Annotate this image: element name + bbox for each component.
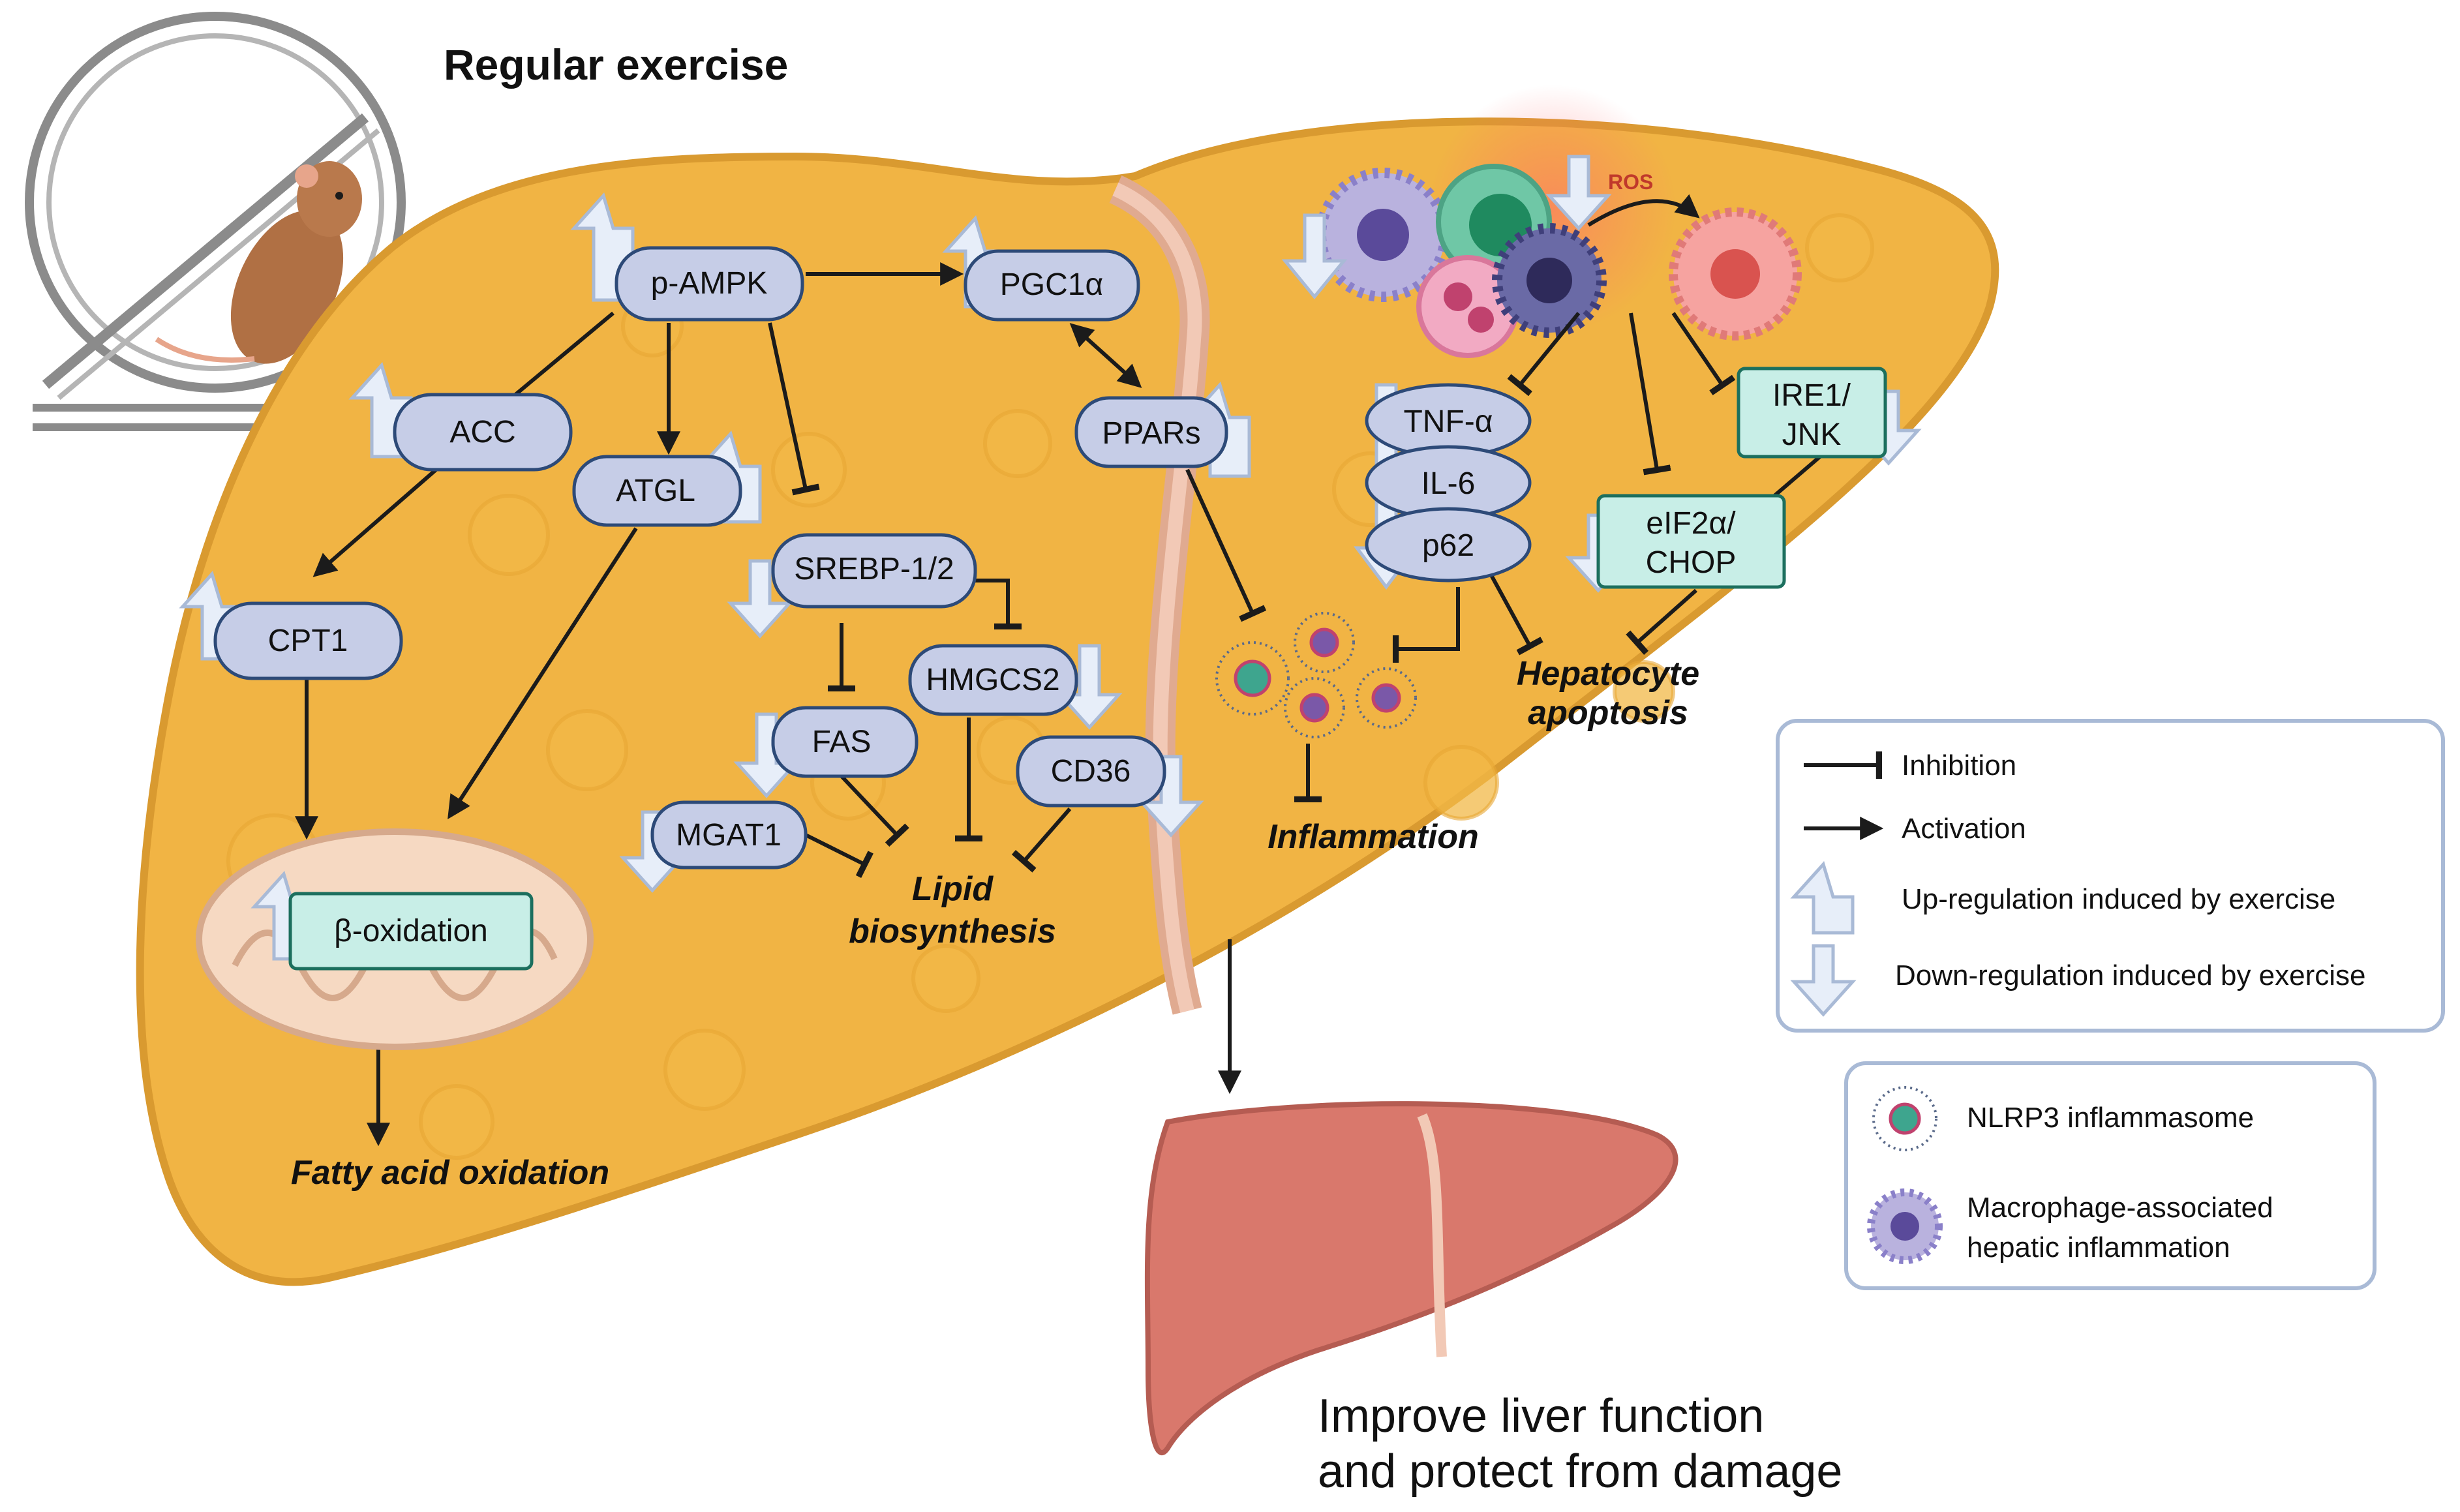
legend-macrophage-icon <box>1867 1188 1943 1264</box>
beta-oxidation-label: β-oxidation <box>334 914 488 948</box>
legend-nlrp3-label: NLRP3 inflammasome <box>1967 1102 2254 1134</box>
fas-label: FAS <box>812 725 872 759</box>
srebp-label: SREBP-1/2 <box>794 552 954 586</box>
pgc1a-ppars-bidirectional-arrow <box>1069 323 1142 388</box>
ppars-label: PPARs <box>1102 416 1200 451</box>
fas-down-arrow-icon <box>733 712 800 798</box>
fatty-acid-oxidation-label: Fatty acid oxidation <box>291 1154 609 1192</box>
mouse-icon <box>155 161 362 364</box>
lipid-label: Lipid <box>912 870 994 908</box>
kupffer-cell-icon <box>1492 223 1607 338</box>
ros-down-arrow-icon <box>1545 155 1612 231</box>
atgl-to-beta-oxidation-arrow <box>448 527 638 820</box>
pgc1a-label: PGC1α <box>1000 267 1103 302</box>
p62-inhibits-inflammasome <box>1392 587 1460 663</box>
il6-label: IL-6 <box>1421 466 1476 501</box>
ire1-label: IRE1/ <box>1772 378 1851 413</box>
atgl-label: ATGL <box>616 474 695 508</box>
ros-label: ROS <box>1608 170 1653 194</box>
legend-up-arrow-icon <box>1790 861 1855 935</box>
macrophage-down-arrow-icon <box>1281 213 1348 299</box>
cells-inhibit-eif2a <box>1629 312 1671 476</box>
legend-down-arrow-icon <box>1790 944 1857 1017</box>
cd36-inhibits-lipid <box>1011 808 1072 873</box>
ros-activation-arrow <box>1587 194 1700 227</box>
legend-activation-label: Activation <box>1902 813 2026 845</box>
acc-node: ACC <box>393 393 573 472</box>
hepatocyte-label: Hepatocyte <box>1517 655 1699 693</box>
cpt1-label: CPT1 <box>268 624 348 658</box>
inflammasome-icon <box>1284 677 1345 738</box>
beta-oxidation-node: β-oxidation <box>288 892 534 971</box>
damaged-hepatocyte-icon <box>1669 207 1802 340</box>
biosynthesis-label: biosynthesis <box>849 913 1056 950</box>
cells-inhibit-cytokines <box>1507 312 1581 397</box>
ire1-to-eif2a-line <box>1773 455 1821 498</box>
acc-to-cpt1-arrow <box>312 461 445 577</box>
connectors <box>295 262 1821 1147</box>
healthy-liver-illustration <box>1144 1101 1678 1455</box>
inflammasome-icon <box>1215 641 1290 716</box>
apoptosis-label: apoptosis <box>1528 694 1688 732</box>
legend-macrophage-label-1: Macrophage-associated <box>1967 1192 2273 1224</box>
legend-inhibition-label: Inhibition <box>1902 749 2016 781</box>
nlrp3-inflammasome-cluster <box>1215 612 1417 738</box>
cpt1-node: CPT1 <box>213 601 403 680</box>
cd36-down-arrow-icon <box>1138 755 1204 838</box>
legend-macrophage-label-2: hepatic inflammation <box>1967 1232 2230 1263</box>
mgat1-node: MGAT1 <box>650 800 808 869</box>
p62-label: p62 <box>1422 528 1474 563</box>
outcome-line-1: Improve liver function <box>1318 1390 1764 1442</box>
cd36-node: CD36 <box>1016 735 1166 808</box>
hmgcs2-node: HMGCS2 <box>908 644 1078 716</box>
il6-node: IL-6 <box>1365 445 1532 521</box>
mgat1-label: MGAT1 <box>676 818 782 853</box>
eif2a-label: eIF2α/ <box>1646 506 1736 541</box>
fas-node: FAS <box>771 706 919 778</box>
eif2a-chop-node: eIF2α/ CHOP <box>1596 494 1786 589</box>
chop-inhibits-apoptosis <box>1626 588 1697 656</box>
jnk-label: JNK <box>1782 417 1842 452</box>
atgl-node: ATGL <box>572 455 742 527</box>
hmgcs2-down-arrow-icon <box>1056 644 1123 730</box>
hmgcs2-label: HMGCS2 <box>926 663 1059 697</box>
p62-node: p62 <box>1365 507 1532 582</box>
pathway-nodes: p-AMPK PGC1α ACC ATGL CPT1 SREBP-1/2 HMG… <box>213 246 1887 971</box>
mgat1-inhibits-lipid <box>804 833 873 879</box>
acc-label: ACC <box>449 415 515 449</box>
p62-inhibits-apoptosis <box>1489 573 1543 656</box>
legend-cells: NLRP3 inflammasome Macrophage-associated… <box>1844 1061 2376 1290</box>
srebp-down-arrow-icon <box>727 559 793 639</box>
outcome-line-2: and protect from damage <box>1318 1445 1842 1498</box>
cd36-label: CD36 <box>1051 754 1131 789</box>
tnfa-label: TNF-α <box>1403 404 1493 439</box>
inflammation-label: Inflammation <box>1268 818 1479 856</box>
tnfa-node: TNF-α <box>1365 383 1532 459</box>
cells-inhibit-ire1 <box>1671 312 1736 395</box>
legend-nlrp3-icon <box>1872 1086 1937 1151</box>
legend-down-label: Down-regulation induced by exercise <box>1895 960 2366 991</box>
pgc1a-node: PGC1α <box>964 249 1140 322</box>
pampk-node: p-AMPK <box>615 246 804 322</box>
ampk-inhibits-srebp <box>768 322 820 496</box>
inflammasome-icon <box>1294 612 1355 673</box>
legend-regulation: Inhibition Activation Up-regulation indu… <box>1776 719 2445 1033</box>
title: Regular exercise <box>444 40 788 89</box>
srebp-node: SREBP-1/2 <box>771 533 977 609</box>
ppars-inhibits-inflammasome <box>1185 468 1267 622</box>
pampk-label: p-AMPK <box>651 266 768 301</box>
ire1-jnk-node: IRE1/ JNK <box>1737 367 1887 459</box>
fas-inhibits-lipid <box>840 774 909 847</box>
ppars-node: PPARs <box>1074 396 1228 468</box>
srebp-inhibits-hmgcs2 <box>972 579 1022 630</box>
ampk-acc-line <box>514 311 615 397</box>
chop-label: CHOP <box>1646 545 1737 580</box>
inflammasome-icon <box>1356 667 1417 729</box>
legend-up-label: Up-regulation induced by exercise <box>1902 883 2335 915</box>
